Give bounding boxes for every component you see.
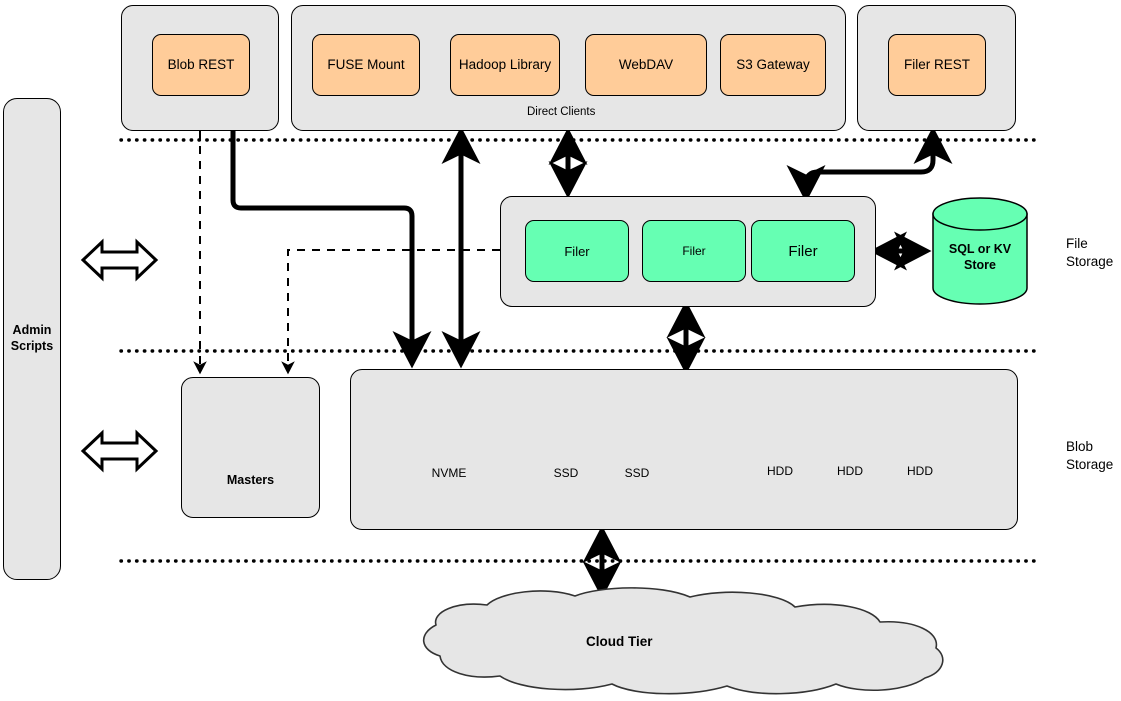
tier-label-file-storage: File Storage [1066,236,1114,270]
admin-arrow-blob-storage [80,429,159,473]
admin-scripts-label: Admin Scripts [10,323,54,354]
admin-scripts-arrows [80,238,159,473]
metastore-box[interactable]: SQL or KV Store [933,214,1027,304]
client-chip-webdav[interactable]: WebDAV [585,34,707,96]
direct-clients-caption: Direct Clients [527,106,596,118]
client-chip-hadoop-library[interactable]: Hadoop Library [450,34,560,96]
client-chip-s3-gateway[interactable]: S3 Gateway [720,34,826,96]
dashed-control-lines [193,131,500,375]
masters-label: Masters [226,473,275,487]
volume-servers-group [350,369,1018,530]
filer-node-2[interactable]: Filer [642,220,746,282]
admin-arrow-file-storage [80,238,159,282]
line-blobrest-to-volumes [230,131,432,369]
filer-node-3[interactable]: Filer [751,220,855,282]
tier-label-blob-storage: Blob Storage [1066,439,1114,473]
line-filerrest-to-filers [786,126,953,203]
client-chip-fuse-mount[interactable]: FUSE Mount [312,34,420,96]
metastore-label: SQL or KV Store [948,242,1012,272]
direct-clients-group: FUSE Mount Hadoop Library WebDAV S3 Gate… [291,5,846,131]
cloud-tier-shape [422,587,944,695]
filer-node-1[interactable]: Filer [525,220,629,282]
cloud-tier-label: Cloud Tier [586,634,653,649]
filer-group: Filer Filer Filer [500,196,876,307]
admin-scripts-box[interactable]: Admin Scripts [3,98,61,580]
dashed-filer-to-masters [281,249,500,375]
client-chip-blob-rest[interactable]: Blob REST [152,34,250,96]
masters-box[interactable]: Masters [181,377,320,518]
filer-rest-group: Filer REST [857,5,1016,131]
client-chip-filer-rest[interactable]: Filer REST [888,34,986,96]
blob-rest-group: Blob REST [121,5,279,131]
